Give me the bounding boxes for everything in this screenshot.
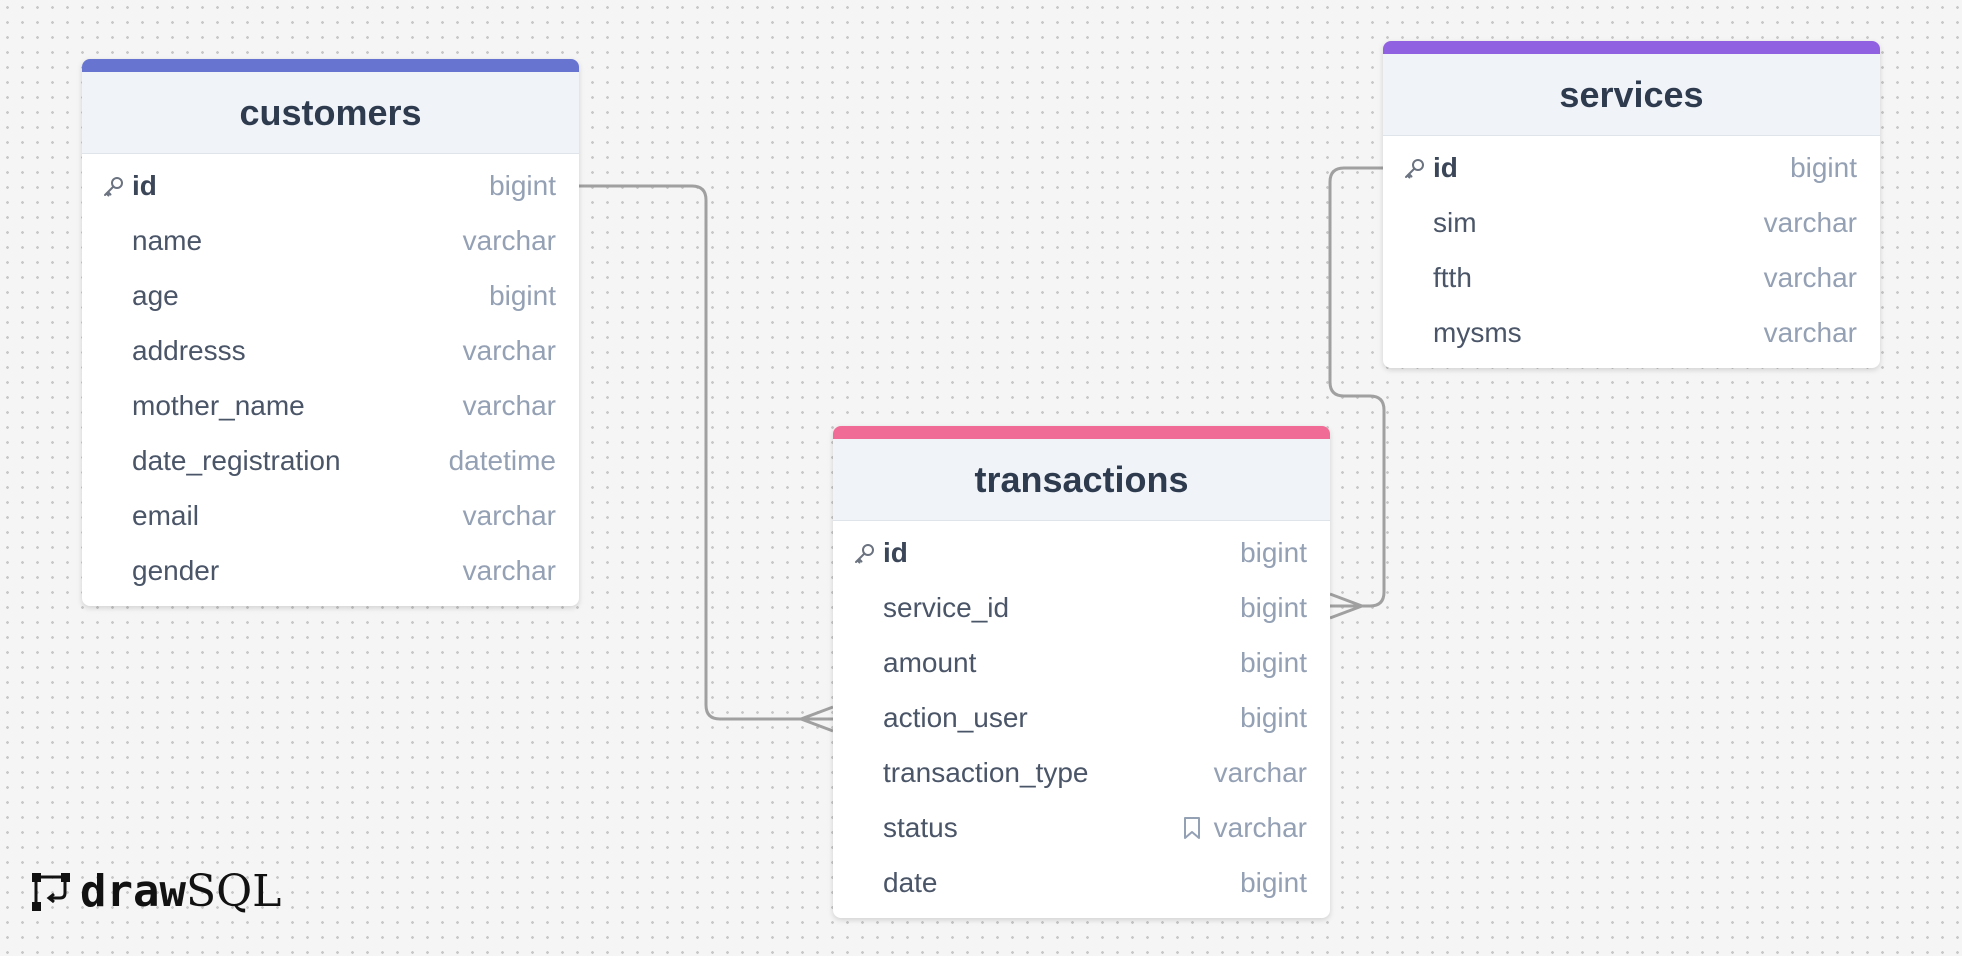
column-row-service-id[interactable]: service_id bigint [833, 580, 1330, 635]
column-list: id bigint name varchar age bigint addresss varc… [82, 154, 579, 598]
primary-key-icon [853, 538, 883, 568]
column-name: date [883, 866, 938, 898]
column-row-addresss[interactable]: addresss varchar [82, 323, 579, 378]
key-slot [1403, 318, 1433, 348]
column-type: varchar [1763, 261, 1857, 293]
key-slot [102, 501, 132, 531]
key-slot [853, 758, 883, 788]
column-name: action_user [883, 701, 1028, 733]
column-type: bigint [1240, 701, 1307, 733]
key-slot [102, 336, 132, 366]
column-name: amount [883, 646, 977, 678]
key-slot [102, 281, 132, 311]
column-row-transaction-type[interactable]: transaction_type varchar [833, 745, 1330, 800]
crowfoot-transactions-action-user [800, 705, 834, 733]
table-accent-bar [1383, 41, 1880, 54]
column-name: service_id [883, 591, 1010, 623]
key-slot [853, 593, 883, 623]
column-type: bigint [489, 279, 556, 311]
column-type: varchar [1213, 756, 1307, 788]
column-name: id [132, 169, 157, 201]
key-slot [102, 556, 132, 586]
column-row-date[interactable]: date bigint [833, 855, 1330, 910]
column-row-name[interactable]: name varchar [82, 213, 579, 268]
column-type: varchar [462, 499, 556, 531]
column-type: bigint [1240, 646, 1307, 678]
column-row-ftth[interactable]: ftth varchar [1383, 250, 1880, 305]
drawsql-logo-icon [32, 872, 70, 911]
column-row-id[interactable]: id bigint [1383, 140, 1880, 195]
primary-key-icon [1403, 153, 1433, 183]
key-slot [1403, 208, 1433, 238]
column-name: date_registration [132, 444, 341, 476]
table-accent-bar [833, 426, 1330, 439]
column-name: id [883, 536, 908, 568]
column-row-amount[interactable]: amount bigint [833, 635, 1330, 690]
column-row-date-registration[interactable]: date_registration datetime [82, 433, 579, 488]
column-name: name [132, 224, 203, 256]
column-row-sim[interactable]: sim varchar [1383, 195, 1880, 250]
column-row-mother-name[interactable]: mother_name varchar [82, 378, 579, 433]
column-name: status [883, 811, 958, 843]
key-slot [102, 226, 132, 256]
table-title[interactable]: services [1383, 54, 1880, 136]
column-type: varchar [1213, 811, 1307, 843]
table-title[interactable]: transactions [833, 439, 1330, 521]
column-type: bigint [489, 169, 556, 201]
column-name: age [132, 279, 179, 311]
column-type: datetime [448, 444, 556, 476]
column-type: varchar [1763, 316, 1857, 348]
key-slot [102, 446, 132, 476]
column-row-gender[interactable]: gender varchar [82, 543, 579, 598]
table-accent-bar [82, 59, 579, 72]
primary-key-icon [102, 171, 132, 201]
column-type: bigint [1240, 866, 1307, 898]
column-name: transaction_type [883, 756, 1089, 788]
column-type: varchar [462, 224, 556, 256]
connector-services-transactions[interactable] [1328, 166, 1386, 608]
table-customers[interactable]: customers id bigint name varchar age bigint ad… [82, 59, 579, 606]
column-row-email[interactable]: email varchar [82, 488, 579, 543]
key-slot [1403, 263, 1433, 293]
column-list: id bigint sim varchar ftth varchar mysms varcha… [1383, 136, 1880, 360]
column-type: bigint [1240, 591, 1307, 623]
column-type: varchar [462, 389, 556, 421]
column-row-age[interactable]: age bigint [82, 268, 579, 323]
crowfoot-transactions-service-id [1329, 592, 1363, 620]
bookmark-icon[interactable] [1182, 816, 1202, 840]
column-row-id[interactable]: id bigint [833, 525, 1330, 580]
column-name: sim [1433, 206, 1477, 238]
column-row-status[interactable]: status varchar [833, 800, 1330, 855]
column-row-action-user[interactable]: action_user bigint [833, 690, 1330, 745]
connector-customers-transactions[interactable] [579, 184, 833, 721]
column-row-id[interactable]: id bigint [82, 158, 579, 213]
column-name: addresss [132, 334, 246, 366]
key-slot [102, 391, 132, 421]
column-name: id [1433, 151, 1458, 183]
logo-text-draw: draw [80, 866, 186, 917]
column-name: mysms [1433, 316, 1522, 348]
key-slot [853, 868, 883, 898]
logo-text-sql: SQL [185, 866, 282, 917]
column-name: mother_name [132, 389, 305, 421]
table-title[interactable]: customers [82, 72, 579, 154]
column-type: varchar [462, 334, 556, 366]
key-slot [853, 703, 883, 733]
column-name: gender [132, 554, 220, 586]
column-name: email [132, 499, 199, 531]
column-type: bigint [1240, 536, 1307, 568]
column-type: varchar [1763, 206, 1857, 238]
column-type: varchar [462, 554, 556, 586]
drawsql-logo: draw SQL [30, 866, 281, 917]
column-row-mysms[interactable]: mysms varchar [1383, 305, 1880, 360]
key-slot [853, 813, 883, 843]
key-slot [853, 648, 883, 678]
column-type: bigint [1790, 151, 1857, 183]
column-name: ftth [1433, 261, 1472, 293]
